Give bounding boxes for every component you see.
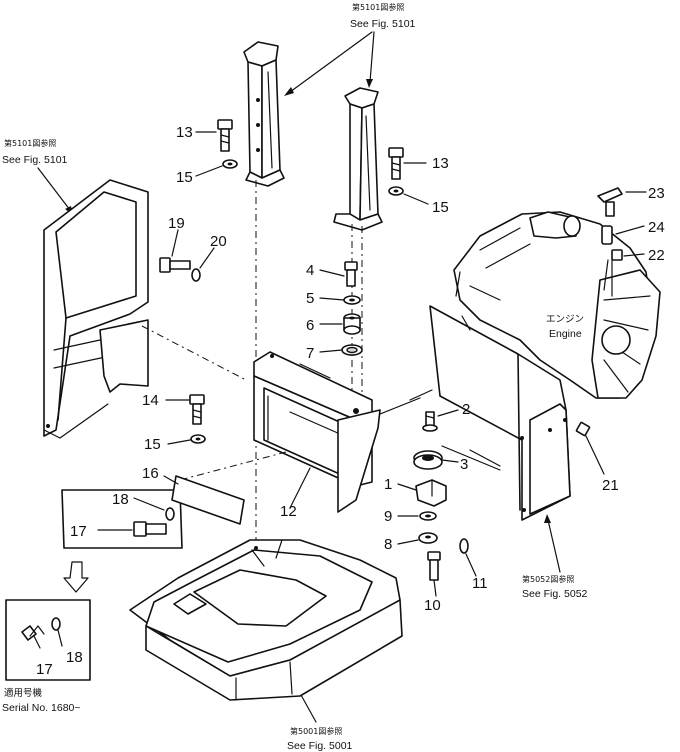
callout-12: 12 — [280, 503, 297, 520]
callout-17: 17 — [70, 523, 87, 540]
svg-text:See Fig. 5101: See Fig. 5101 — [350, 18, 416, 30]
callout-19: 19 — [168, 215, 185, 232]
callout-15: 15 — [432, 199, 449, 216]
callout-17: 17 — [36, 661, 53, 678]
callout-5: 5 — [306, 290, 314, 307]
bolt-13-left — [217, 119, 233, 152]
fitting-22 — [603, 249, 623, 297]
bushing-6 — [343, 313, 361, 335]
callout-21: 21 — [602, 477, 619, 494]
base-tray — [129, 539, 403, 701]
svg-text:See Fig. 5101: See Fig. 5101 — [2, 154, 68, 166]
svg-text:第5001図参照: 第5001図参照 — [290, 726, 342, 736]
svg-text:第5101図参照: 第5101図参照 — [4, 138, 56, 148]
callout-3: 3 — [460, 456, 468, 473]
callout-1: 1 — [384, 476, 392, 493]
ref-left: 第5101図参照 See Fig. 5101 — [2, 138, 73, 215]
detail-box — [61, 475, 245, 549]
svg-text:第5101図参照: 第5101図参照 — [352, 2, 404, 12]
upper-bracket-right — [333, 87, 383, 231]
callout-10: 10 — [424, 597, 441, 614]
callout-14: 14 — [142, 392, 159, 409]
callout-13: 13 — [432, 155, 449, 172]
serial-label: Serial No. 1680~ — [2, 702, 81, 714]
bolt-10 — [427, 551, 441, 581]
bolt-13-right — [388, 147, 404, 180]
svg-text:See Fig. 5001: See Fig. 5001 — [287, 740, 353, 752]
callout-8: 8 — [384, 536, 392, 553]
radiator-frame — [179, 351, 381, 513]
ref-top: 第5101図参照 See Fig. 5101 — [284, 2, 416, 96]
callout-18: 18 — [112, 491, 129, 508]
ref-right: 第5052図参照 See Fig. 5052 — [522, 514, 588, 600]
mount-7 — [341, 344, 363, 356]
upper-bracket-left — [243, 41, 285, 187]
bolt-4 — [344, 261, 358, 287]
callout-20: 20 — [210, 233, 227, 250]
bolt-19 — [159, 257, 191, 273]
fitting-24 — [601, 225, 613, 245]
callout-6: 6 — [306, 317, 314, 334]
callout-22: 22 — [648, 247, 665, 264]
leader-lines — [33, 131, 647, 649]
bolt-21 — [575, 421, 591, 437]
svg-text:See Fig. 5052: See Fig. 5052 — [522, 588, 588, 600]
serial-label-jp: 適用号機 — [4, 687, 43, 699]
fitting-23 — [597, 187, 623, 217]
callout-9: 9 — [384, 508, 392, 525]
callout-2: 2 — [462, 401, 470, 418]
callout-15: 15 — [144, 436, 161, 453]
engine-label: Engine — [549, 328, 582, 340]
callout-23: 23 — [648, 185, 665, 202]
callout-16: 16 — [142, 465, 159, 482]
stud-2 — [422, 411, 438, 432]
right-cover — [409, 305, 571, 521]
callout-4: 4 — [306, 262, 314, 279]
nut-8 — [418, 532, 438, 544]
washer-11 — [459, 538, 469, 554]
callout-7: 7 — [306, 345, 314, 362]
callout-18: 18 — [66, 649, 83, 666]
callout-13: 13 — [176, 124, 193, 141]
washer-20 — [191, 268, 201, 282]
ring-3 — [413, 450, 443, 470]
svg-text:第5052図参照: 第5052図参照 — [522, 574, 574, 584]
bolt-14 — [189, 394, 205, 425]
bracket-1 — [415, 479, 447, 507]
callout-15: 15 — [176, 169, 193, 186]
callout-24: 24 — [648, 219, 665, 236]
side-panel-left — [43, 179, 247, 439]
down-arrow — [63, 561, 89, 593]
serial-detail-box — [5, 599, 91, 681]
engine-label-jp: エンジン — [546, 314, 584, 325]
engine — [453, 211, 661, 399]
callout-11: 11 — [472, 575, 488, 592]
